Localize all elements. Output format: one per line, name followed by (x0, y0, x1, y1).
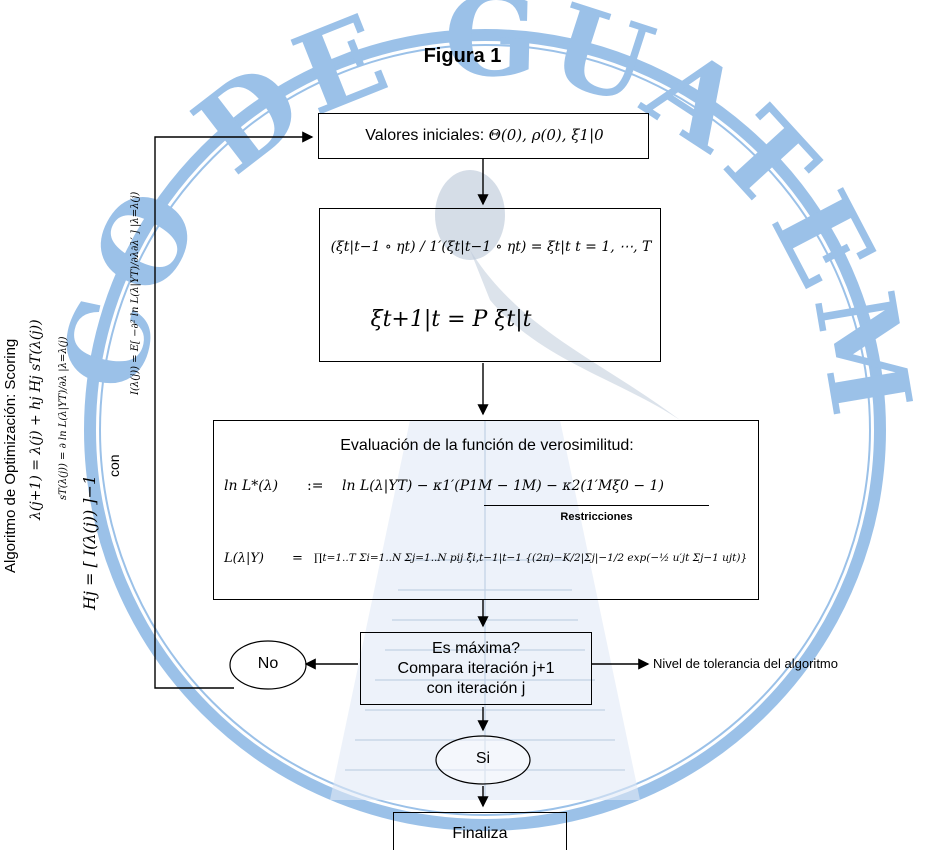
likelihood-lhs: ln L*(λ) (224, 478, 279, 494)
filter-equation: (ξt|t−1 ∘ ηt) / 1′(ξt|t−1 ∘ ηt) = ξt|t t… (330, 239, 652, 255)
decision-iteration: con iteración j (426, 680, 526, 697)
decision-compare: Compara iteración j+1 (397, 660, 555, 677)
initial-values-label: Valores iniciales: (365, 127, 485, 144)
end-box: Finaliza (393, 812, 567, 850)
likelihood-rhs: ln L(λ|YT) − κ1′(P1M − 1M) − κ2(1′Mξ0 − … (342, 478, 664, 494)
decision-question: Es máxima? (431, 640, 521, 657)
score-formula: sT(λ(j)) = ∂ ln L(λ|YT)/∂λ |λ=λ(j) (58, 336, 69, 500)
likelihood-title: Evaluación de la función de verosimilitu… (340, 437, 634, 454)
likelihood2-rhs: ∏t=1..T Σi=1..N Σj=1..N pij ξ̂i,t−1|t−1 … (314, 552, 748, 564)
si-node (435, 735, 531, 785)
initial-values-box: Valores iniciales: Θ(0), ρ(0), ξ1|0 (318, 113, 649, 159)
tolerance-label: Nivel de tolerancia del algoritmo (653, 656, 838, 671)
likelihood-assign: := (307, 478, 324, 494)
end-label: Finaliza (452, 825, 508, 842)
likelihood-box: Evaluación de la función de verosimilitu… (213, 420, 759, 600)
loop-back-line (154, 131, 314, 689)
filter-box: (ξt|t−1 ∘ ηt) / 1′(ξt|t−1 ∘ ηt) = ξt|t t… (319, 208, 661, 362)
decision-box: Es máxima? Compara iteración j+1 con ite… (360, 632, 592, 705)
restrictions-label: Restricciones (560, 511, 633, 523)
restrictions-bracket (484, 505, 709, 506)
si-label: Si (475, 750, 491, 767)
algorithm-label: Algoritmo de Optimización: Scoring (2, 338, 19, 573)
no-label: No (257, 655, 279, 672)
no-node (229, 640, 307, 690)
information-formula: I(λ(j)) = E[ −∂² ln L(λ|YT)/∂λ∂λ′ ] |λ=λ… (130, 191, 141, 395)
con-label: con (106, 454, 122, 477)
predict-equation: ξt+1|t = P ξt|t (370, 307, 532, 332)
figure-title: Figura 1 (423, 45, 502, 67)
initial-values-formula: Θ(0), ρ(0), ξ1|0 (488, 126, 604, 144)
hessian-formula: Hj = [ I(λ(j)) ]−1 (80, 474, 99, 610)
algorithm-sidebar: Algoritmo de Optimización: Scoring λ(j+1… (0, 0, 141, 610)
update-rule: λ(j+1) = λ(j) + hj Hj sT(λ(j)) (28, 319, 44, 520)
likelihood2-eq: = (292, 551, 303, 566)
likelihood2-lhs: L(λ|Y) (224, 551, 264, 566)
